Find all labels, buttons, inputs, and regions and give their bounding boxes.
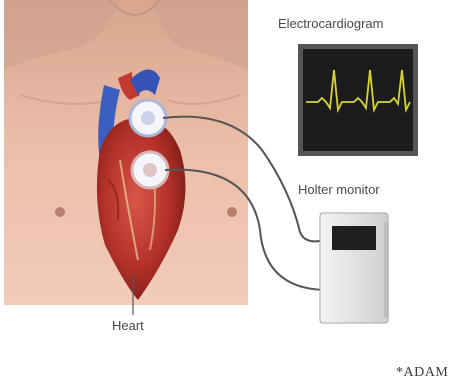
holter-monitor-label: Holter monitor xyxy=(298,182,380,197)
electrocardiogram-label: Electrocardiogram xyxy=(278,16,384,31)
adam-logo: *ADAM xyxy=(396,365,448,381)
nipple-left xyxy=(55,207,65,217)
electrode-lower xyxy=(132,152,168,188)
nipple-right xyxy=(227,207,237,217)
ecg-screen xyxy=(298,44,418,156)
heart-label: Heart xyxy=(112,318,144,333)
holter-monitor-device xyxy=(320,213,389,323)
electrode-upper xyxy=(130,100,166,136)
monitor-screen xyxy=(332,226,376,250)
